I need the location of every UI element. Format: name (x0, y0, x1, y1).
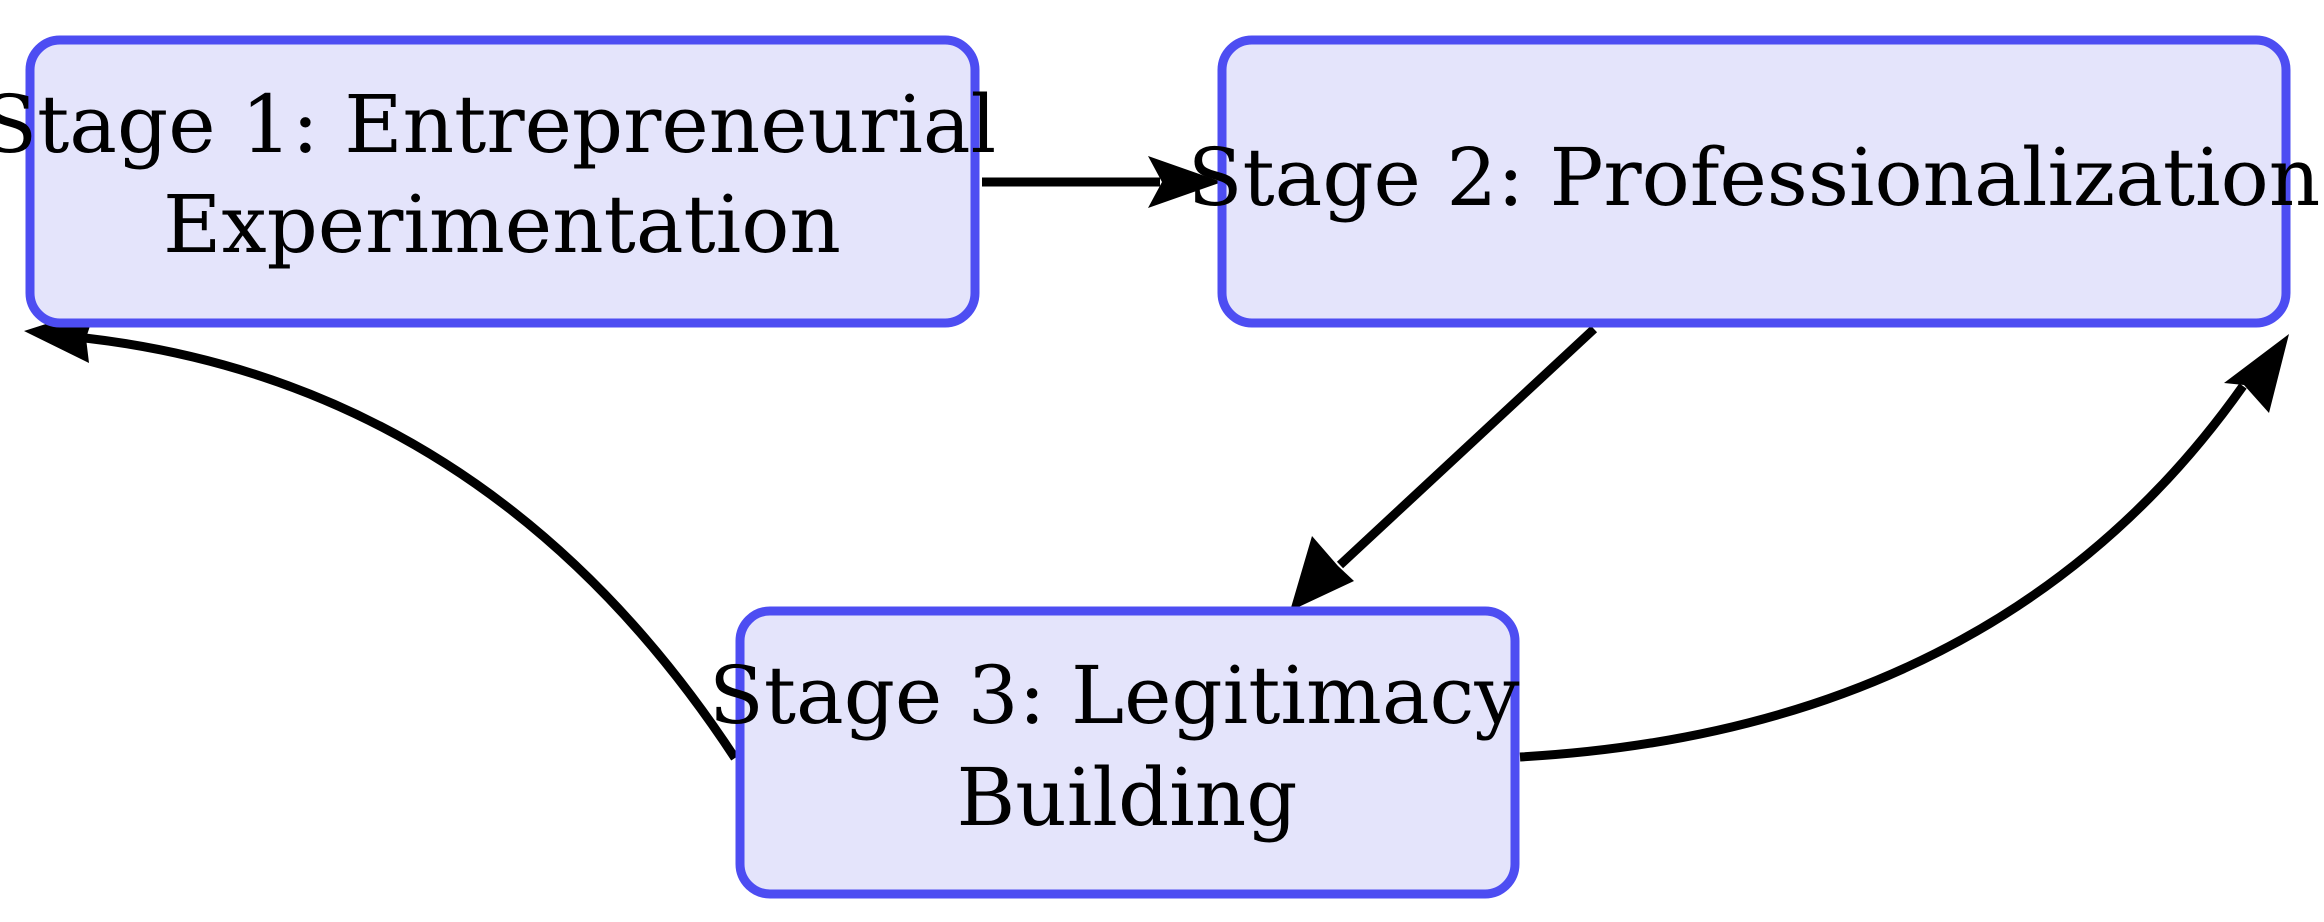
node-stage3-box (735, 606, 1520, 899)
node-stage2-label: Stage 2: Professionalization (1188, 131, 2321, 224)
arrowhead-stage2-bottom-right (2224, 334, 2289, 413)
edge-stage3-to-stage1 (84, 333, 739, 761)
node-stage1-line-1: Stage 1: Entrepreneurial (0, 78, 996, 171)
node-stage3[interactable]: Stage 3: Legitimacy Building (709, 606, 1545, 899)
node-stage2-box (1217, 35, 2291, 328)
arrowhead-stage3-top (1290, 536, 1354, 611)
node-stage3-label: Stage 3: Legitimacy Building (709, 649, 1545, 844)
node-stage1-label: Stage 1: Entrepreneurial Experimentation (0, 78, 1022, 271)
node-stage3-line-2: Building (956, 751, 1297, 844)
node-stage1[interactable]: Stage 1: Entrepreneurial Experimentation (0, 35, 1022, 328)
node-stage1-line-2: Experimentation (163, 178, 841, 271)
arrowhead-stage2-left (1148, 156, 1222, 208)
node-stage3-line-1: Stage 3: Legitimacy (709, 649, 1519, 742)
edge-stage2-to-stage3 (1336, 325, 1598, 569)
node-stage2-line-1: Stage 2: Professionalization (1188, 131, 2321, 224)
node-stage2[interactable]: Stage 2: Professionalization (1188, 35, 2321, 328)
edge-stage3-to-stage2 (1519, 383, 2247, 762)
node-stage1-box (25, 35, 980, 328)
